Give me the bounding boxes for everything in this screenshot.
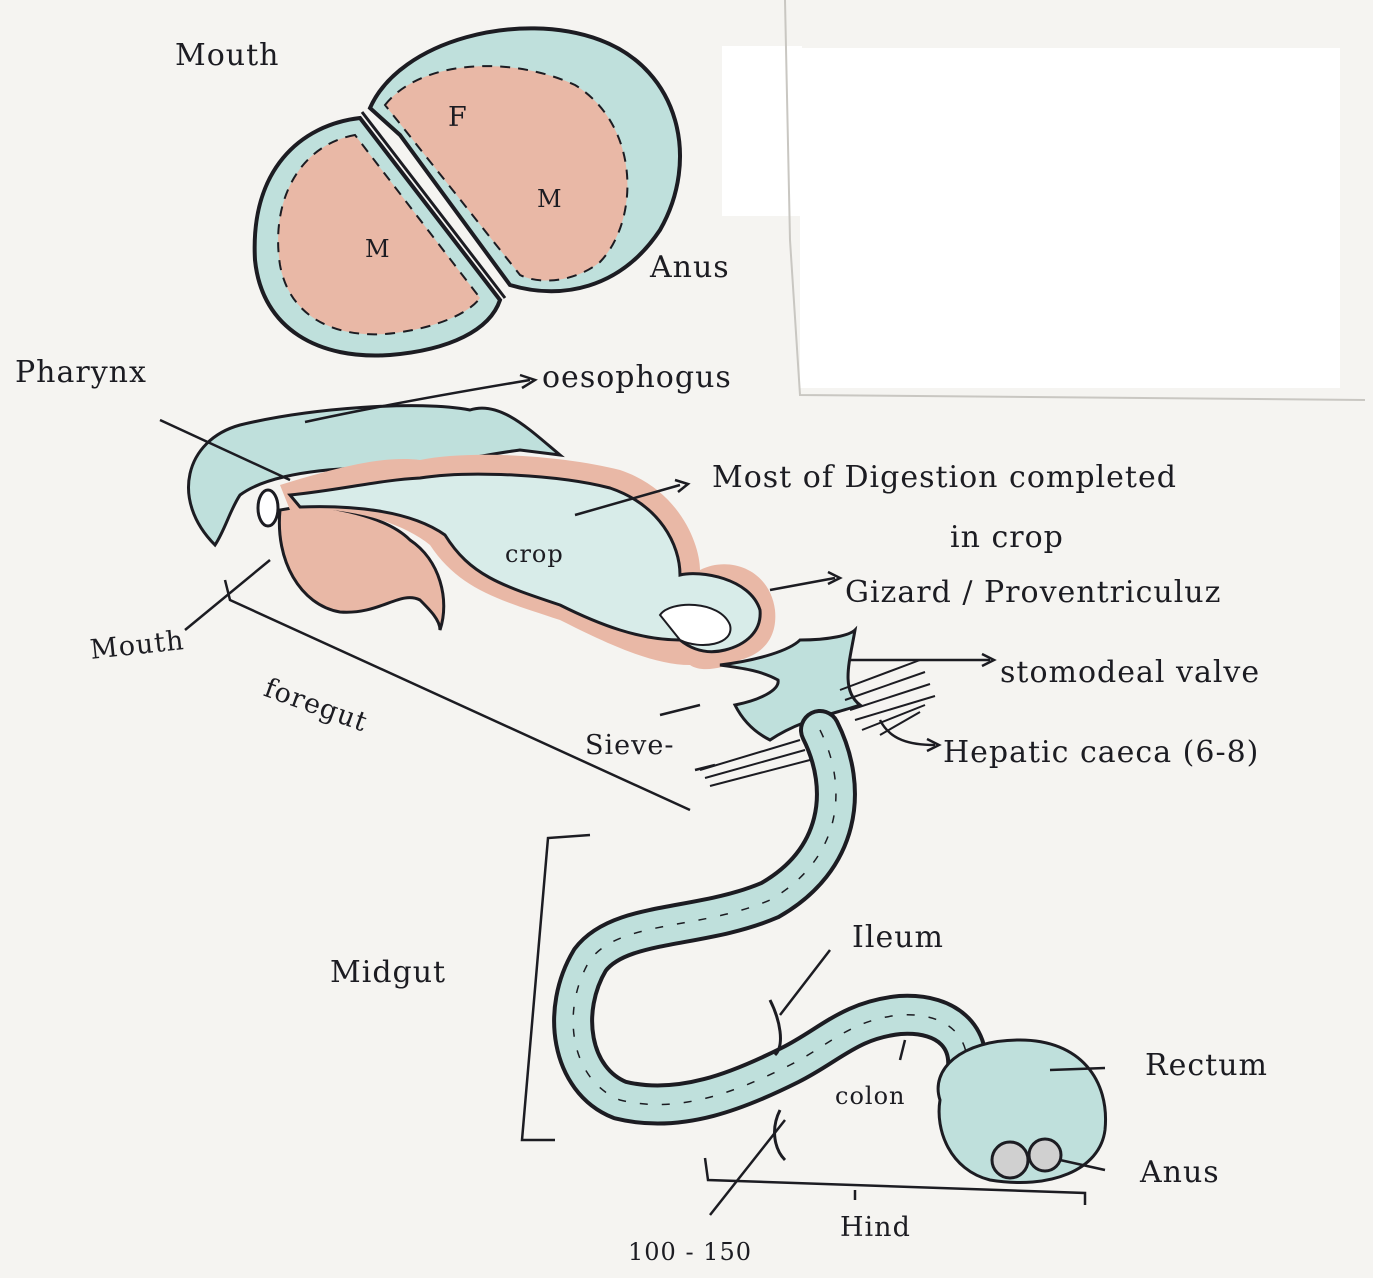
colon-label: colon [835,1082,905,1110]
hepatic-caeca-label: Hepatic caeca (6-8) [943,735,1259,770]
paper-edge [785,0,1365,400]
rectum-label: Rectum [1145,1048,1268,1083]
top-mouth-label: Mouth [175,38,279,73]
segment-m-left-label: M [365,235,391,263]
hindgut-label: Hind [840,1212,911,1243]
pharynx-label: Pharynx [15,355,147,390]
anus-label: Anus [1140,1155,1220,1190]
malpighian-upper [770,1000,780,1055]
midgut-label: Midgut [330,955,446,990]
pharynx-tube [258,490,278,526]
anus-circle-2 [1029,1139,1061,1171]
segment-m-right-label: M [537,185,563,213]
malpighian-count-label: 100 - 150 [628,1238,752,1266]
crop-label: crop [505,540,564,568]
top-anus-label: Anus [650,250,730,285]
sieve-label: Sieve- [585,730,674,761]
ileum-label: Ileum [852,920,944,955]
digestion-note-line1: Most of Digestion completed [712,460,1177,495]
oesophagus-label: oesophogus [542,360,732,395]
top-cross-section [255,28,680,355]
anus-circle-1 [992,1142,1028,1178]
digestion-note-line2: in crop [950,520,1064,555]
gizzard-label: Gizard / Proventriculuz [845,575,1221,610]
stomodeal-valve-label: stomodeal valve [1000,655,1260,690]
segment-f-label: F [448,102,468,133]
malpighian-lower [775,1110,785,1160]
